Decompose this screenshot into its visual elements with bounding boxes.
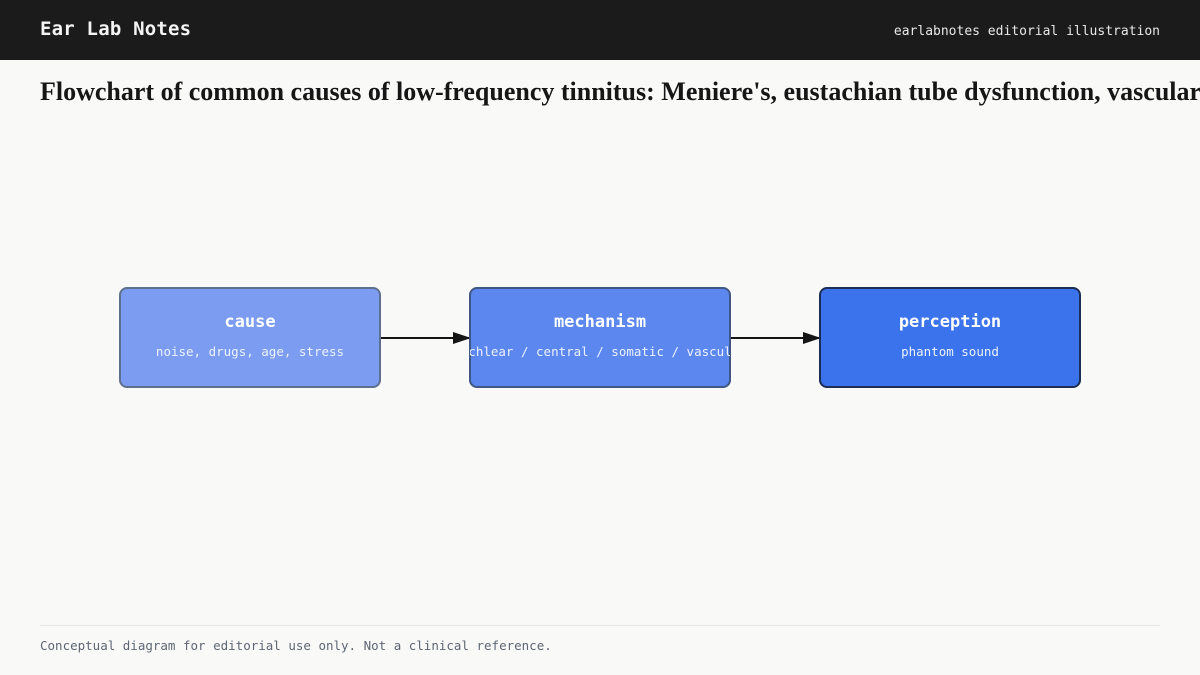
flow-node-perception[interactable]: perception phantom sound bbox=[819, 287, 1081, 388]
node-subtitle-mechanism: cochlear / central / somatic / vascular bbox=[453, 344, 747, 359]
top-bar: Ear Lab Notes earlabnotes editorial illu… bbox=[0, 0, 1200, 60]
brand-name[interactable]: Ear Lab Notes bbox=[40, 18, 192, 40]
node-box-cause bbox=[119, 287, 381, 388]
node-box-mechanism bbox=[469, 287, 731, 388]
node-box-perception bbox=[819, 287, 1081, 388]
footer-disclaimer: Conceptual diagram for editorial use onl… bbox=[40, 638, 552, 653]
footer-divider bbox=[40, 625, 1160, 626]
page-title: Flowchart of common causes of low-freque… bbox=[40, 77, 1200, 106]
node-title-cause: cause bbox=[224, 312, 275, 332]
flow-node-cause[interactable]: cause noise, drugs, age, stress bbox=[119, 287, 381, 388]
node-subtitle-perception: phantom sound bbox=[901, 344, 999, 359]
node-subtitle-cause: noise, drugs, age, stress bbox=[156, 344, 344, 359]
node-title-perception: perception bbox=[899, 312, 1001, 332]
page-title-container: Flowchart of common causes of low-freque… bbox=[40, 76, 1200, 112]
node-title-mechanism: mechanism bbox=[554, 312, 646, 332]
flow-node-mechanism[interactable]: mechanism cochlear / central / somatic /… bbox=[453, 287, 747, 388]
brand-tagline: earlabnotes editorial illustration bbox=[893, 24, 1160, 39]
